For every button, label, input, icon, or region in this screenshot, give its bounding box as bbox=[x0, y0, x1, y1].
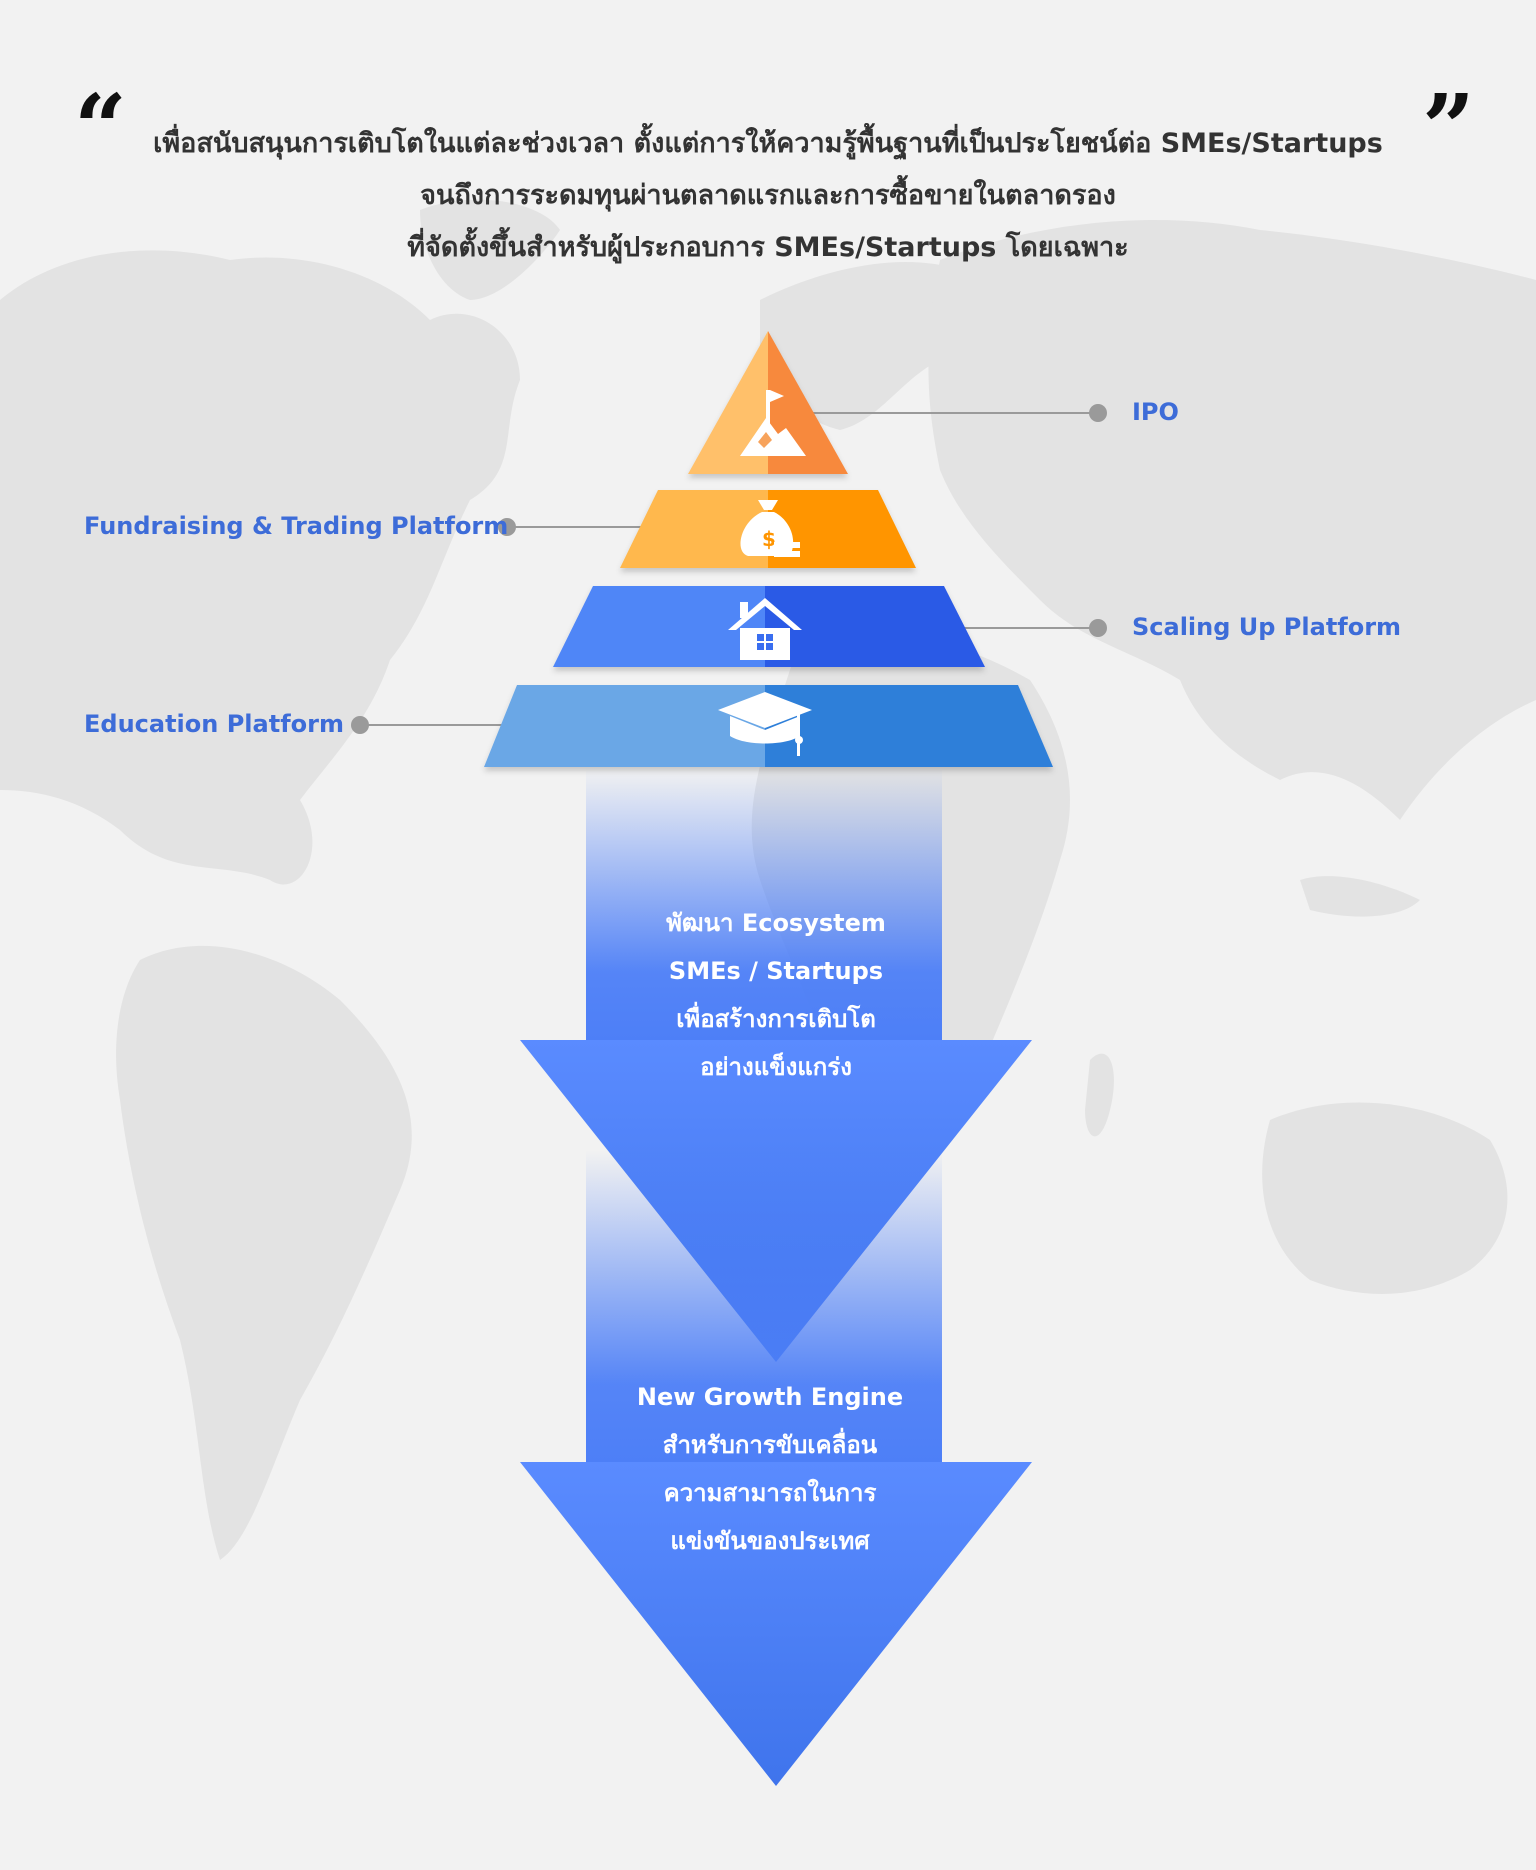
south-america-shape bbox=[116, 945, 412, 1560]
islands-shape bbox=[1300, 876, 1420, 917]
label-scaling: Scaling Up Platform bbox=[1132, 613, 1402, 641]
arrow-text-line: สำหรับการขับเคลื่อน bbox=[662, 1431, 878, 1459]
pyramid-level-education bbox=[484, 685, 1053, 767]
arrow-text-line: อย่างแข็งแกร่ง bbox=[700, 1053, 852, 1081]
connector-dot bbox=[1089, 404, 1107, 422]
arrow-text-line: เพื่อสร้างการเติบโต bbox=[676, 1005, 876, 1033]
arrow-text-line: แข่งขันของประเทศ bbox=[670, 1527, 870, 1555]
connector-dots bbox=[351, 404, 1107, 734]
arrow-head bbox=[520, 1462, 1032, 1786]
graduation-cap-icon bbox=[718, 692, 812, 756]
arrow-text-growth-engine: New Growth Engine สำหรับการขับเคลื่อน คว… bbox=[570, 1373, 970, 1565]
arrow-text-line: SMEs / Startups bbox=[668, 957, 884, 985]
intro-quote: เพื่อสนับสนุนการเติบโตในแต่ละช่วงเวลา ตั… bbox=[110, 118, 1426, 274]
arrow-growth-engine bbox=[520, 1150, 1032, 1786]
connector-lines bbox=[360, 412, 1098, 726]
quote-line: เพื่อสนับสนุนการเติบโตในแต่ละช่วงเวลา ตั… bbox=[153, 128, 1383, 159]
label-ipo: IPO bbox=[1132, 398, 1179, 426]
label-education: Education Platform bbox=[84, 710, 344, 738]
open-quote-mark: “ bbox=[74, 74, 127, 182]
connector-dot bbox=[1089, 619, 1107, 637]
arrow-shaft bbox=[586, 1150, 942, 1462]
europe-shape bbox=[760, 261, 982, 430]
connector-dot bbox=[351, 716, 369, 734]
quote-line: จนถึงการระดมทุนผ่านตลาดแรกและการซื้อขายใ… bbox=[420, 180, 1116, 211]
arrow-text-line: ความสามารถในการ bbox=[663, 1479, 877, 1507]
arrow-shaft bbox=[586, 768, 942, 1040]
arrow-text-ecosystem: พัฒนา Ecosystem SMEs / Startups เพื่อสร้… bbox=[576, 899, 976, 1091]
pyramid-level-scaling bbox=[553, 586, 985, 667]
arrow-text-line: พัฒนา Ecosystem bbox=[666, 909, 886, 937]
summit-flag-icon bbox=[740, 390, 806, 456]
close-quote-mark: ” bbox=[1422, 74, 1475, 182]
arrow-text-line: New Growth Engine bbox=[636, 1383, 904, 1411]
greenland-shape bbox=[420, 199, 560, 300]
label-fundraising: Fundraising & Trading Platform bbox=[84, 512, 509, 540]
madagascar-shape bbox=[1085, 1053, 1114, 1137]
quote-line: ที่จัดตั้งขึ้นสำหรับผู้ประกอบการ SMEs/St… bbox=[407, 232, 1129, 263]
pyramid-level-fundraising bbox=[620, 490, 916, 568]
house-icon bbox=[728, 598, 802, 660]
money-bag-icon: $ bbox=[740, 500, 800, 557]
svg-text:$: $ bbox=[762, 527, 776, 551]
north-america-shape bbox=[0, 250, 520, 885]
asia-shape bbox=[928, 220, 1536, 820]
australia-shape bbox=[1262, 1102, 1508, 1294]
pyramid bbox=[484, 331, 1053, 767]
connector-dot bbox=[498, 518, 516, 536]
